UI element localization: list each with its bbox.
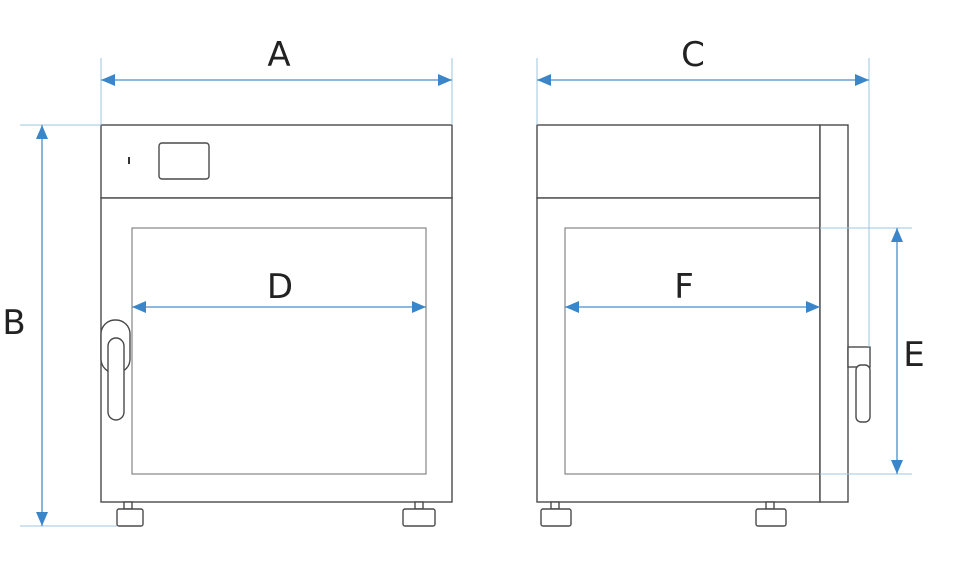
dimension-label-b: B	[2, 303, 25, 343]
dimension-label-a: A	[267, 35, 290, 75]
front-view	[100, 124, 453, 527]
side-handle-bracket	[847, 346, 871, 368]
side-foot-left	[540, 501, 572, 527]
dimension-label-c: C	[681, 35, 705, 75]
front-door-window	[131, 227, 427, 475]
dimension-label-e: E	[903, 335, 924, 375]
dimension-label-f: F	[674, 267, 694, 307]
front-body	[100, 197, 453, 503]
front-control-indicator	[128, 157, 130, 164]
side-top-section	[536, 124, 821, 199]
front-foot-right	[402, 501, 436, 527]
dimension-d: D	[132, 267, 426, 313]
side-door-profile	[819, 124, 849, 503]
dimension-label-d: D	[267, 267, 293, 307]
front-handle-grip	[107, 337, 125, 421]
side-foot-right	[755, 501, 787, 527]
dimension-e: E	[891, 228, 925, 474]
side-view	[536, 124, 871, 527]
dimension-a: A	[101, 35, 452, 86]
dimension-b: B	[2, 125, 48, 526]
front-display-screen	[158, 142, 210, 180]
dimension-c: C	[537, 35, 869, 86]
dimension-f: F	[565, 267, 820, 313]
front-control-panel	[100, 124, 453, 199]
front-foot-left	[116, 501, 144, 527]
side-handle-grip	[855, 364, 871, 423]
side-body	[536, 197, 821, 503]
